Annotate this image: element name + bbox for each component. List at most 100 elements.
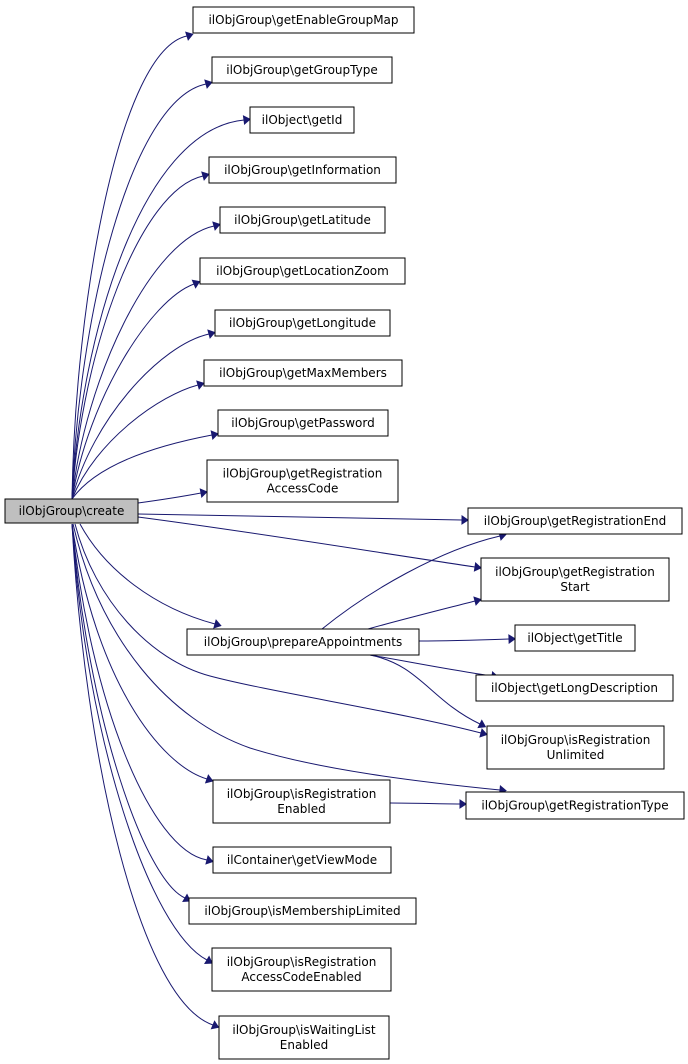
edge-create-to-prepareAppointments <box>79 523 216 625</box>
node-getViewMode[interactable]: ilContainer\getViewMode <box>212 846 392 874</box>
arrowhead-isWaitingListEnabled <box>210 1020 220 1030</box>
node-prepareAppointments[interactable]: ilObjGroup\prepareAppointments <box>186 628 420 656</box>
node-label: ilObjGroup\getLocationZoom <box>216 264 389 278</box>
arrowhead-prepareAppointments <box>213 619 222 629</box>
node-box <box>188 897 417 925</box>
node-getPassword[interactable]: ilObjGroup\getPassword <box>217 409 389 437</box>
node-getLongDescription[interactable]: ilObject\getLongDescription <box>475 674 674 702</box>
arrowhead-isRegistrationUnlimited <box>479 728 488 738</box>
node-label: ilObjGroup\getRegistration <box>223 467 383 481</box>
arrowhead-getLocationZoom <box>191 279 201 289</box>
arrowhead-getRegistrationEnd <box>461 515 469 525</box>
node-getRegistrationType[interactable]: ilObjGroup\getRegistrationType <box>465 791 685 820</box>
node-isMembershipLimited[interactable]: ilObjGroup\isMembershipLimited <box>188 897 417 925</box>
arrowhead-isRegistrationUnlimited <box>477 719 487 729</box>
node-create[interactable]: ilObjGroup\create <box>4 498 139 524</box>
node-box <box>211 56 393 84</box>
arrowhead-getPassword <box>210 430 219 440</box>
node-box <box>249 106 355 134</box>
arrowhead-getRegistrationType <box>459 799 467 809</box>
node-label: AccessCode <box>267 482 339 496</box>
node-label: ilObjGroup\getGroupType <box>226 63 377 77</box>
node-getTitle[interactable]: ilObject\getTitle <box>514 624 636 652</box>
edge-prepareAppointments-to-getRegistrationEnd <box>321 535 501 630</box>
edge-create-to-getInformation <box>71 175 204 500</box>
node-label: ilObjGroup\isRegistration <box>501 733 651 747</box>
node-box <box>199 257 406 285</box>
function-nodes: ilObjGroup\create ilObjGroup\getEnableGro… <box>4 6 685 1060</box>
node-label: Enabled <box>277 802 326 816</box>
edge-isRegistrationEnabled-to-getRegistrationType <box>389 802 461 805</box>
node-getGroupType[interactable]: ilObjGroup\getGroupType <box>211 56 393 84</box>
edge-create-to-getRegistrationEnd <box>137 513 463 521</box>
node-label: ilObjGroup\getPassword <box>231 416 374 430</box>
node-box <box>203 359 403 387</box>
edge-create-to-getLocationZoom <box>71 283 195 500</box>
node-label: ilObjGroup\getEnableGroupMap <box>208 13 398 27</box>
arrowhead-getId <box>242 115 251 125</box>
node-box <box>212 779 391 824</box>
node-getLongitude[interactable]: ilObjGroup\getLongitude <box>214 309 391 337</box>
node-box <box>186 628 420 656</box>
arrowhead-getRegistrationAccessCode <box>199 488 208 498</box>
arrowhead-getRegistrationStart <box>473 562 482 572</box>
edge-create-to-isRegistrationAccessCodeEnabled <box>71 523 208 961</box>
node-label: AccessCodeEnabled <box>241 970 361 984</box>
node-label: ilContainer\getViewMode <box>227 853 377 867</box>
arrowhead-isRegistrationAccessCodeEnabled <box>204 955 213 964</box>
node-label: ilObjGroup\getRegistrationEnd <box>484 514 667 528</box>
arrowhead-getViewMode <box>205 855 214 865</box>
node-box <box>4 498 139 524</box>
node-box <box>480 557 670 602</box>
edge-prepareAppointments-to-getTitle <box>418 638 510 642</box>
call-edges <box>71 31 516 1030</box>
node-label: Enabled <box>280 1038 329 1052</box>
node-box <box>192 6 415 34</box>
node-box <box>486 725 665 770</box>
edge-create-to-getId <box>71 119 245 500</box>
arrowhead-getLatitude <box>212 221 221 231</box>
arrowhead-getEnableGroupMap <box>185 31 194 41</box>
edge-create-to-isMembershipLimited <box>71 523 186 899</box>
node-box <box>208 156 397 184</box>
edge-create-to-getViewMode <box>71 523 208 861</box>
node-getInformation[interactable]: ilObjGroup\getInformation <box>208 156 397 184</box>
node-label: ilObjGroup\isRegistration <box>227 955 377 969</box>
node-getLatitude[interactable]: ilObjGroup\getLatitude <box>219 206 386 234</box>
node-box <box>219 206 386 234</box>
arrowhead-isRegistrationEnabled <box>204 774 214 784</box>
arrowhead-getTitle <box>508 634 516 644</box>
edge-create-to-getEnableGroupMap <box>71 35 188 500</box>
node-getEnableGroupMap[interactable]: ilObjGroup\getEnableGroupMap <box>192 6 415 34</box>
node-box <box>214 309 391 337</box>
node-box <box>465 791 685 820</box>
node-getRegistrationEnd[interactable]: ilObjGroup\getRegistrationEnd <box>467 507 683 535</box>
node-label: ilObjGroup\isWaitingList <box>232 1023 376 1037</box>
node-getLocationZoom[interactable]: ilObjGroup\getLocationZoom <box>199 257 406 285</box>
edge-create-to-getRegistrationAccessCode <box>137 492 202 504</box>
node-box <box>475 674 674 702</box>
node-label: ilObjGroup\isMembershipLimited <box>204 904 400 918</box>
edge-create-to-getRegistrationType <box>72 523 501 791</box>
node-getMaxMembers[interactable]: ilObjGroup\getMaxMembers <box>203 359 403 387</box>
node-box <box>211 947 392 992</box>
edge-prepareAppointments-to-isRegistrationUnlimited <box>369 654 481 725</box>
arrowhead-getInformation <box>201 171 210 181</box>
arrowhead-getRegistrationStart <box>473 596 482 606</box>
node-box <box>514 624 636 652</box>
node-getId[interactable]: ilObject\getId <box>249 106 355 134</box>
node-label: ilObjGroup\getMaxMembers <box>219 366 387 380</box>
node-label: ilObjGroup\getRegistration <box>495 565 655 579</box>
edge-create-to-getLatitude <box>71 225 215 500</box>
edge-create-to-isRegistrationUnlimited <box>74 523 482 734</box>
edge-prepareAppointments-to-getLongDescription <box>369 654 493 677</box>
edge-prepareAppointments-to-getRegistrationStart <box>367 600 476 630</box>
node-label: ilObjGroup\getRegistrationType <box>481 799 668 813</box>
node-label: ilObjGroup\isRegistration <box>227 787 377 801</box>
node-isRegistrationAccessCodeEnabled[interactable]: ilObjGroup\isRegistrationAccessCodeEnabl… <box>211 947 392 992</box>
